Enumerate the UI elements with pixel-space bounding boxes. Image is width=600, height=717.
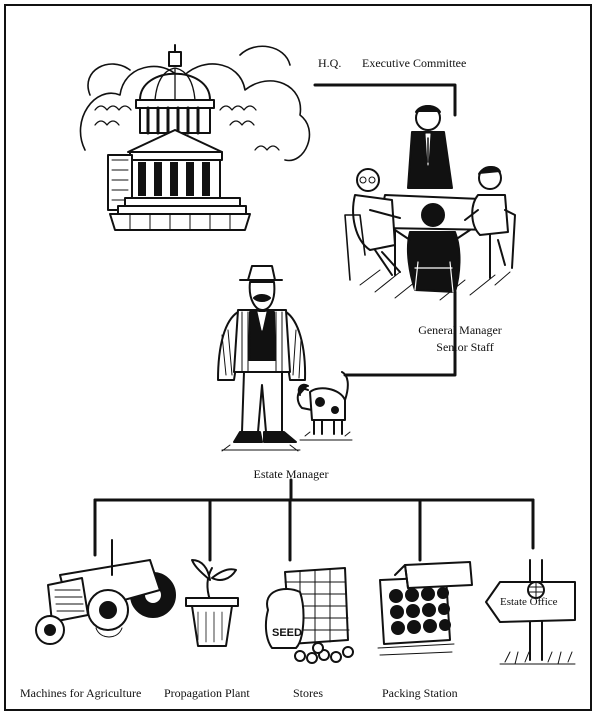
estate-office-sign-illustration bbox=[485, 559, 576, 665]
propagation-plant-label: Propagation Plant bbox=[164, 686, 250, 700]
machines-label: Machines for Agriculture bbox=[20, 686, 142, 700]
estate-manager-label: Estate Manager bbox=[253, 467, 329, 481]
senior-staff-label: Senior Staff bbox=[436, 340, 494, 354]
propagation-plant-illustration bbox=[185, 559, 239, 647]
estate-office-label: Estate Office bbox=[500, 596, 558, 608]
tractor-illustration bbox=[35, 539, 176, 645]
executive-committee-label: Executive Committee bbox=[362, 56, 467, 70]
packing-station-illustration bbox=[377, 561, 473, 656]
estate-manager-illustration bbox=[217, 265, 353, 452]
stores-label: Stores bbox=[293, 686, 323, 700]
executive-committee-illustration bbox=[344, 105, 516, 301]
stores-illustration bbox=[264, 567, 354, 664]
hq-label: H.Q. bbox=[318, 56, 342, 70]
seed-bag-label: SEED bbox=[272, 627, 302, 639]
general-manager-label: General Manager bbox=[418, 323, 502, 337]
packing-station-label: Packing Station bbox=[382, 686, 458, 700]
connector-lines bbox=[93, 83, 535, 562]
hq-building-illustration bbox=[79, 44, 311, 231]
